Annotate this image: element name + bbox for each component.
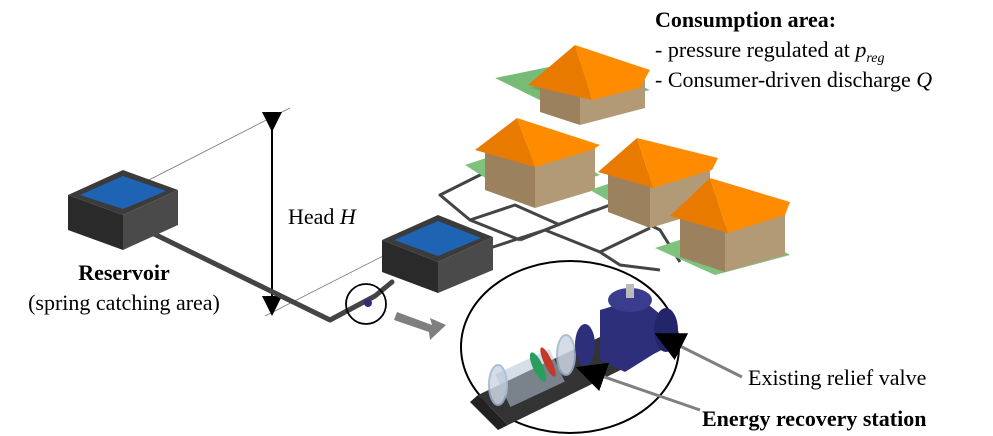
head-label: Head H bbox=[288, 204, 357, 229]
relief-valve-label: Existing relief valve bbox=[748, 365, 926, 390]
consumption-line-1: - pressure regulated at preg bbox=[655, 37, 885, 66]
energy-station-label: Energy recovery station bbox=[702, 406, 926, 431]
reservoir-water bbox=[80, 176, 166, 209]
energy-recovery-unit bbox=[488, 334, 576, 407]
reservoir-tank bbox=[68, 170, 178, 250]
reservoir-title: Reservoir bbox=[78, 260, 170, 285]
house-2 bbox=[465, 118, 600, 208]
energy-station-pointer bbox=[575, 362, 701, 412]
tank-water bbox=[394, 221, 481, 256]
reservoir-subtitle: (spring catching area) bbox=[28, 290, 220, 315]
valve-location-marker bbox=[345, 283, 387, 325]
zoom-arrow bbox=[394, 312, 446, 340]
relief-valve-pointer bbox=[654, 333, 743, 379]
house-1 bbox=[495, 45, 650, 125]
main-pipe bbox=[147, 229, 395, 323]
house-4 bbox=[655, 178, 790, 275]
head-reference-line-bottom bbox=[264, 249, 396, 317]
small-valve-icon bbox=[364, 299, 372, 307]
consumption-title: Consumption area: bbox=[655, 7, 836, 32]
detail-view bbox=[460, 260, 743, 434]
consumption-line-2: - Consumer-driven discharge Q bbox=[655, 67, 932, 92]
break-pressure-tank bbox=[382, 215, 493, 293]
